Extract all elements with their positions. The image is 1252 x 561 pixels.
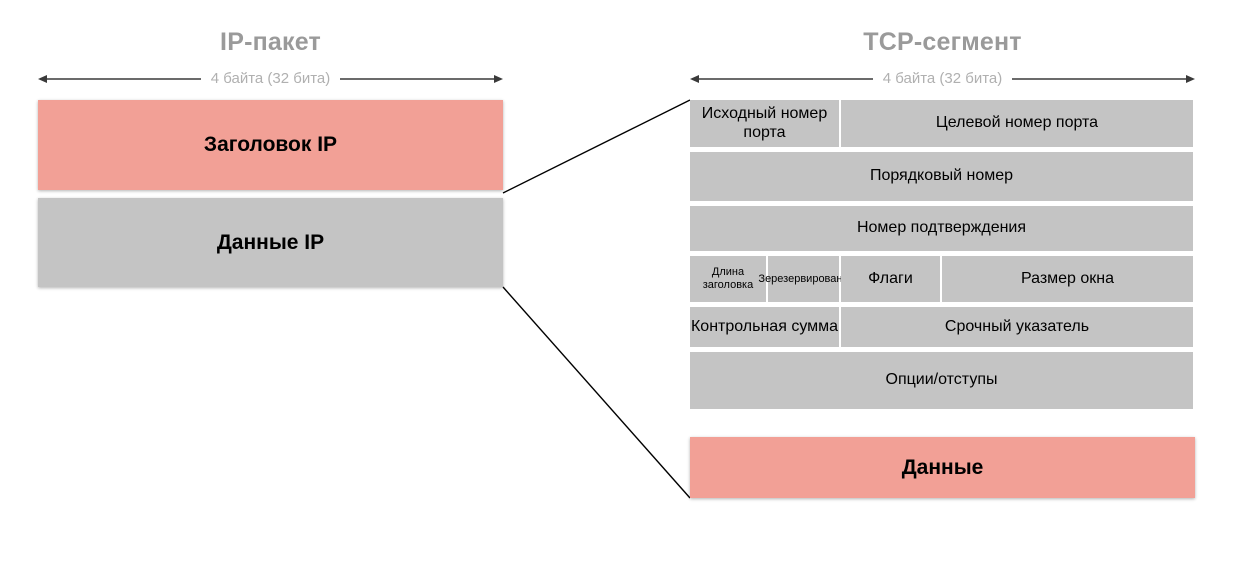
tcp-field-cell: Порядковый номер bbox=[690, 152, 1193, 201]
tcp-field-cell: Исходный номер порта bbox=[690, 100, 839, 147]
tcp-field-label: Исходный номер порта bbox=[701, 105, 828, 141]
tcp-field-label: Контрольная сумма bbox=[690, 317, 839, 335]
tcp-field-label: Размер окна bbox=[1020, 269, 1115, 287]
ip-width-label: 4 байта (32 бита) bbox=[200, 68, 341, 90]
tcp-field-cell: Номер подтверждения bbox=[690, 206, 1193, 251]
tcp-data-block: Данные bbox=[690, 437, 1195, 498]
ip-panel-title: IP-пакет bbox=[220, 28, 321, 56]
ip-header-label: Заголовок IP bbox=[203, 133, 338, 156]
tcp-field-cell: Срочный указатель bbox=[841, 307, 1193, 347]
ip-header-block: Заголовок IP bbox=[38, 100, 503, 190]
tcp-width-arrow: 4 байта (32 бита) bbox=[690, 68, 1195, 90]
tcp-panel-title: TCP-сегмент bbox=[863, 28, 1022, 56]
ip-data-block: Данные IP bbox=[38, 198, 503, 287]
tcp-field-label: Флаги bbox=[868, 269, 913, 287]
tcp-field-cell: Длина заголовка bbox=[690, 256, 766, 302]
tcp-field-label: Длина заголовка bbox=[702, 266, 754, 291]
tcp-field-label: Целевой номер порта bbox=[935, 114, 1099, 132]
tcp-field-label: Порядковый номер bbox=[869, 167, 1014, 185]
tcp-width-label: 4 байта (32 бита) bbox=[872, 68, 1013, 90]
tcp-field-cell: Флаги bbox=[841, 256, 940, 302]
tcp-field-label: Зерезервировано bbox=[758, 272, 849, 285]
connector-line-lower bbox=[502, 286, 691, 499]
tcp-field-cell: Опции/отступы bbox=[690, 352, 1193, 409]
tcp-field-cell: Целевой номер порта bbox=[841, 100, 1193, 147]
ip-width-arrow: 4 байта (32 бита) bbox=[38, 68, 503, 90]
tcp-field-cell: Контрольная сумма bbox=[690, 307, 839, 347]
ip-data-label: Данные IP bbox=[216, 230, 325, 254]
tcp-field-cell: Размер окна bbox=[942, 256, 1193, 302]
tcp-field-label: Номер подтверждения bbox=[856, 219, 1027, 237]
tcp-field-label: Опции/отступы bbox=[885, 371, 998, 389]
tcp-data-label: Данные bbox=[901, 455, 984, 479]
tcp-field-label: Срочный указатель bbox=[944, 317, 1090, 335]
connector-line-upper bbox=[502, 99, 691, 194]
tcp-field-cell: Зерезервировано bbox=[758, 256, 849, 302]
